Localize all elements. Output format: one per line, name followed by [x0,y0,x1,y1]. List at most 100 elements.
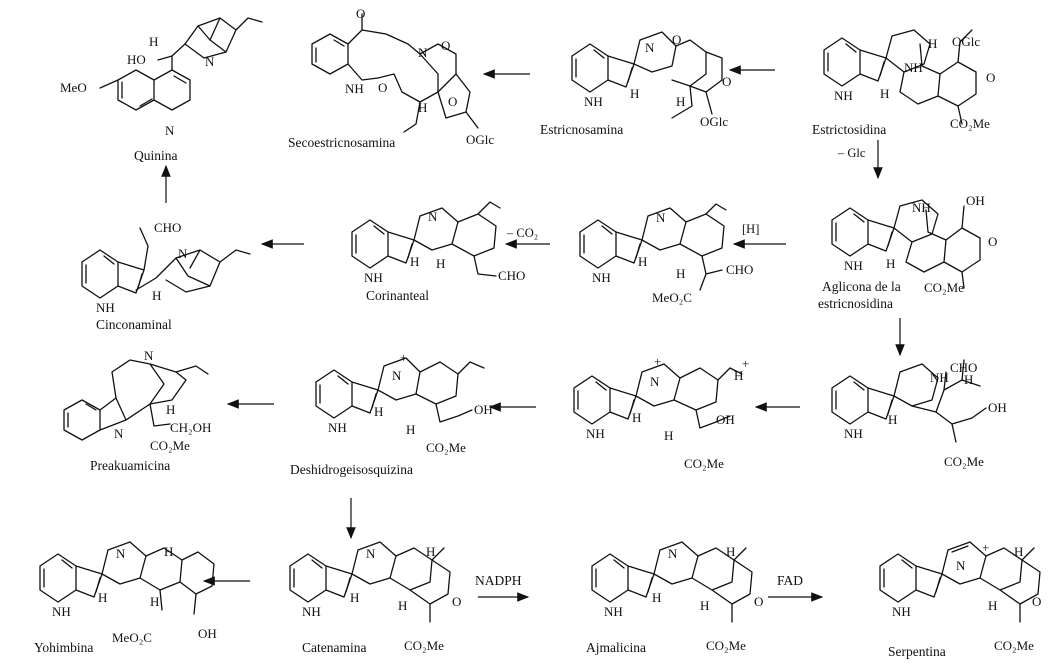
aglicona-indole-nh: NH [844,258,863,273]
structure-preakuamicina [63,359,209,441]
serpentina-h: H [1014,544,1023,559]
structure-dialdehyde-intermediate [831,359,987,443]
yohimbina-nh: NH [52,604,71,619]
deshidrogeisosquizina-n: N [392,368,402,383]
quinina-n-bridge: N [205,54,215,69]
preakuamicina-h: H [166,402,175,417]
secoestricnosamina-o2: O [441,38,450,53]
dialdehyde-h: H [964,372,973,387]
secoestricnosamina-oglc: OGlc [466,132,494,147]
estricnosamina-oglc: OGlc [700,114,728,129]
aglicona-h: H [886,256,895,271]
corinanteal-n: N [428,209,438,224]
estrictosidina-indole-nh: NH [834,88,853,103]
reduced-meo2c: MeO₂C [652,290,692,305]
estrictosidina-h: H [880,86,889,101]
label-aglicona-line2: estricnosidina [818,296,893,311]
secoestricnosamina-n: N [418,45,428,60]
iminium-plus: + [654,354,661,369]
quinina-meo: MeO [60,80,87,95]
catenamina-co2me: CO₂Me [404,638,444,653]
reagent-minus-glc: – Glc [837,146,866,160]
label-aglicona-line1: Aglicona de la [822,279,901,294]
reagent-reduction: [H] [742,222,759,236]
label-yohimbina: Yohimbina [34,640,93,655]
preakuamicina-ch2oh: CH₂OH [170,420,211,435]
preakuamicina-n: N [144,348,154,363]
yohimbina-h2: H [98,590,107,605]
ajmalicina-h3: H [700,598,709,613]
deshidrogeisosquizina-co2me: CO₂Me [426,440,466,455]
estrictosidina-o: O [986,70,995,85]
estrictosidina-h2: H [928,36,937,51]
corinanteal-cho: CHO [498,268,525,283]
label-corinanteal: Corinanteal [366,288,429,303]
preakuamicina-co2me: CO₂Me [150,438,190,453]
structure-estrictosidina [823,29,977,125]
secoestricnosamina-nh: NH [345,81,364,96]
quinina-h: H [149,34,158,49]
structure-quinina [99,17,263,111]
ajmalicina-h: H [726,544,735,559]
label-ajmalicina: Ajmalicina [586,640,646,655]
estrictosidina-oglc: OGlc [952,34,980,49]
catenamina-nh: NH [302,604,321,619]
estricnosamina-n: N [645,40,655,55]
estrictosidina-nh: NH [904,60,923,75]
iminium-h2: H [632,410,641,425]
dialdehyde-oh: OH [988,400,1007,415]
reagent-fad: FAD [777,573,803,588]
yohimbina-n: N [116,546,126,561]
ajmalicina-o: O [754,594,763,609]
dialdehyde-co2me: CO₂Me [944,454,984,469]
secoestricnosamina-o4: O [448,94,457,109]
quinina-n-ring: N [165,123,175,138]
deshidrogeisosquizina-nh: NH [328,420,347,435]
structure-yohimbina [39,541,215,615]
structure-ajmalicina [591,541,753,623]
iminium-co2me: CO₂Me [684,456,724,471]
reduced-nh: NH [592,270,611,285]
estricnosamina-h: H [630,86,639,101]
ajmalicina-h2: H [652,590,661,605]
label-deshidrogeisosquizina: Deshidrogeisosquizina [290,462,413,477]
cinconaminal-cho: CHO [154,220,181,235]
label-estrictosidina: Estrictosidina [812,122,886,137]
structure-aglicona [831,199,981,289]
serpentina-o: O [1032,594,1041,609]
catenamina-o: O [452,594,461,609]
label-cinconaminal: Cinconaminal [96,317,172,332]
label-quinina: Quinina [134,148,178,163]
corinanteal-h2: H [436,256,445,271]
label-estricnosamina: Estricnosamina [540,122,623,137]
structure-catenamina [289,541,451,623]
estricnosamina-nh: NH [584,94,603,109]
cinconaminal-h: H [152,288,161,303]
structure-iminium-intermediate [573,363,743,429]
serpentina-n: N [956,558,966,573]
catenamina-h2: H [350,590,359,605]
label-catenamina: Catenamina [302,640,366,655]
ajmalicina-nh: NH [604,604,623,619]
aglicona-co2me: CO₂Me [924,280,964,295]
serpentina-nh: NH [892,604,911,619]
catenamina-h: H [426,544,435,559]
iminium-oh: OH [716,412,735,427]
iminium-h3: H [664,428,673,443]
serpentina-plus: + [982,540,989,555]
deshidrogeisosquizina-plus: + [400,350,407,365]
dialdehyde-cho: CHO [950,360,977,375]
iminium-nh: NH [586,426,605,441]
dialdehyde-nh: NH [930,370,949,385]
secoestricnosamina-o: O [356,6,365,21]
reaction-arrows [161,65,905,602]
secoestricnosamina-h: H [418,100,427,115]
iminium-n: N [650,374,660,389]
estricnosamina-o: O [672,32,681,47]
structure-reduced-intermediate [579,203,727,291]
cinconaminal-nh: NH [96,300,115,315]
corinanteal-nh: NH [364,270,383,285]
yohimbina-h3: H [150,594,159,609]
structure-corinanteal [351,201,501,277]
